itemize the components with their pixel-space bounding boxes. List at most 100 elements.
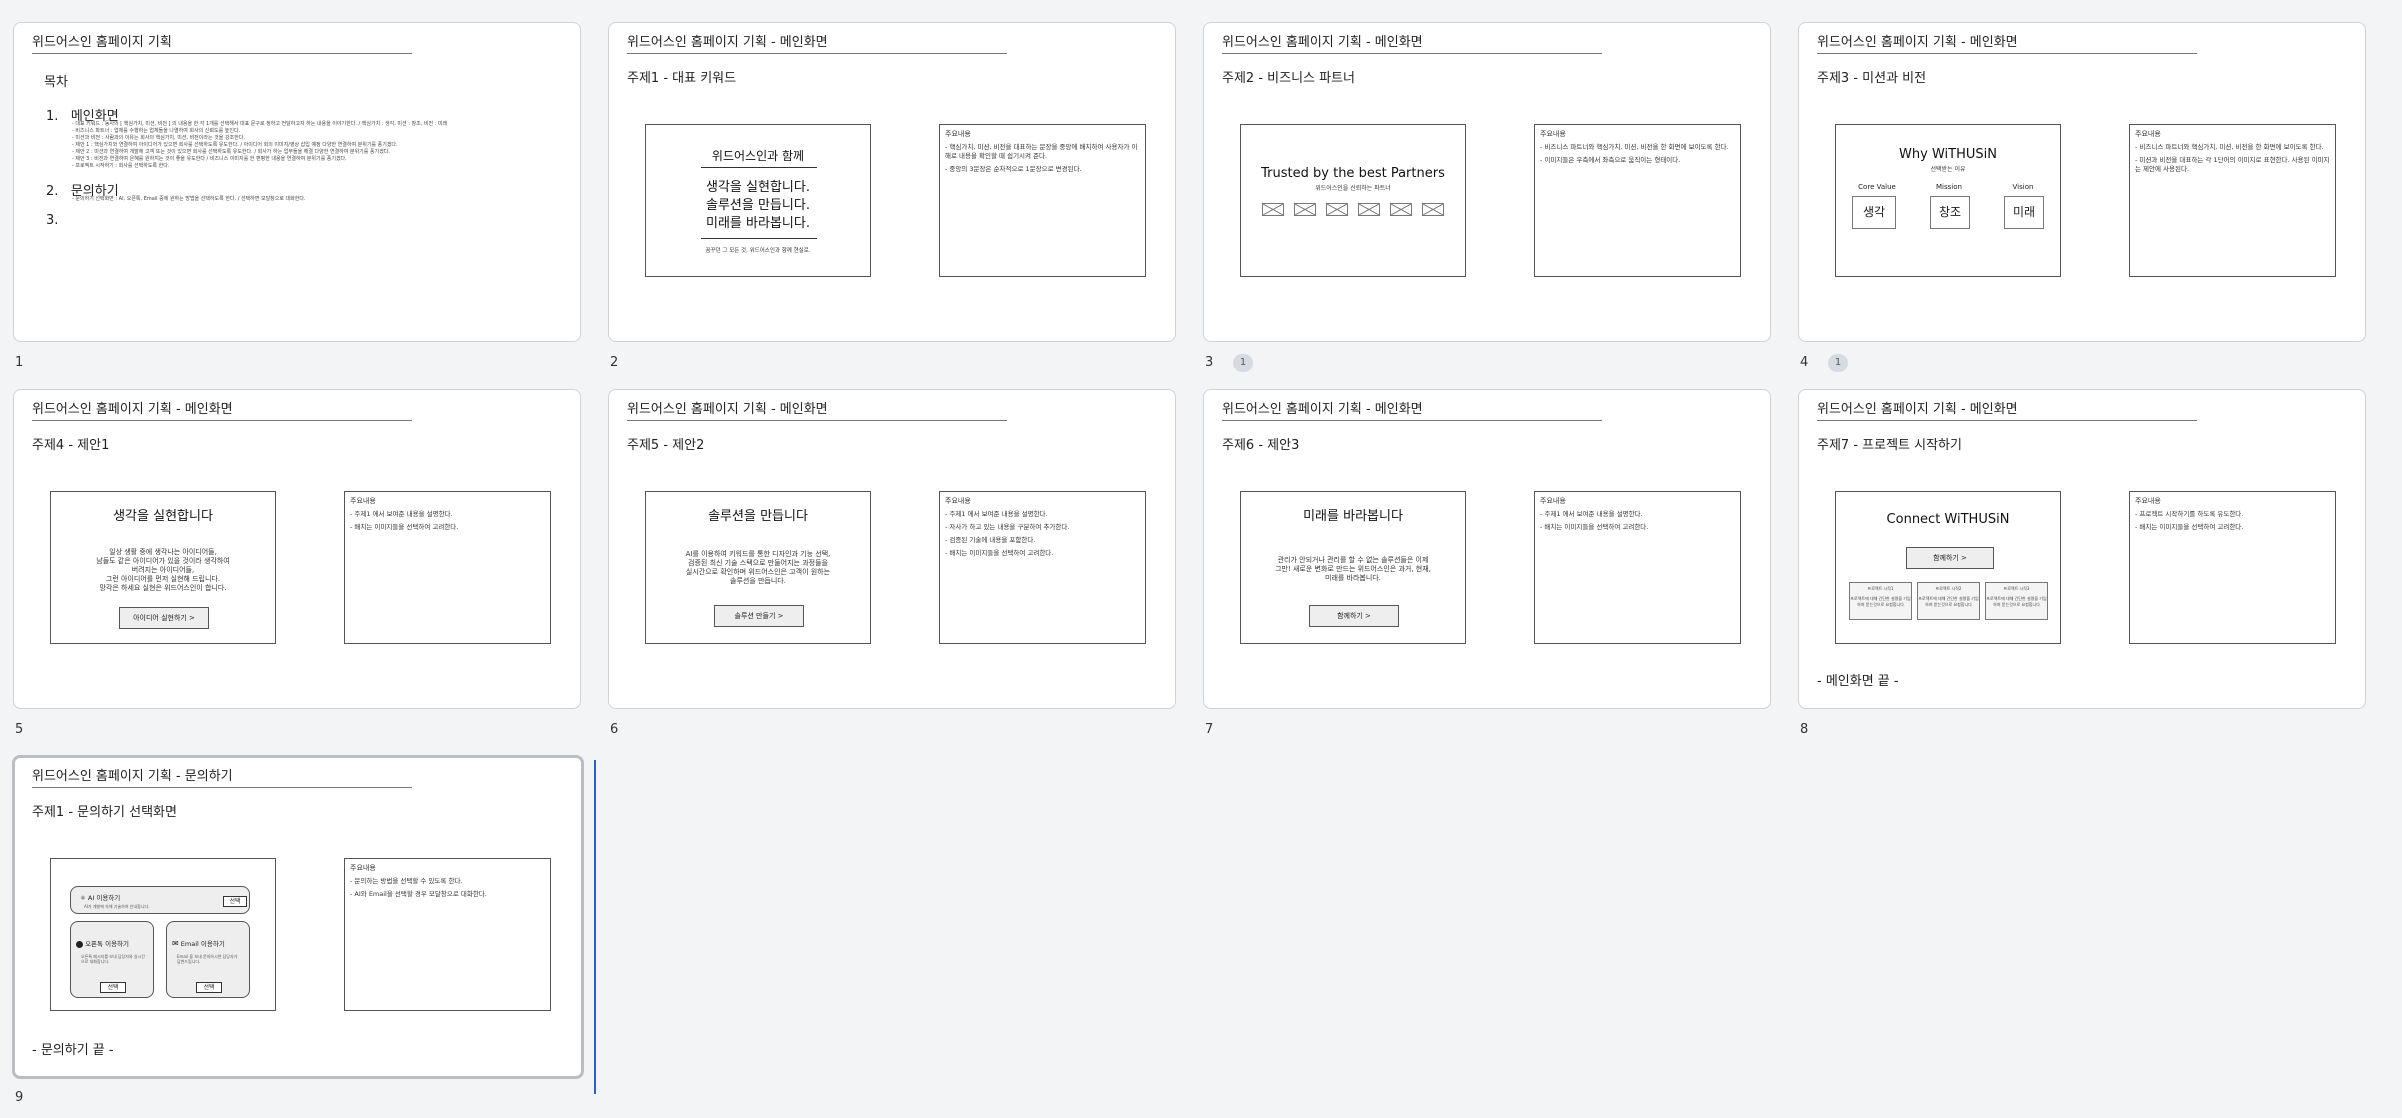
notes-heading: 주요내용 [1540, 497, 1566, 505]
notes-line: - 배치는 이미지들을 선택하여 고려한다. [1540, 523, 1649, 531]
ai-option-card[interactable]: ⚛ AI 이용하기 AI가 개발에 속해 기술하여 안내합니다. 선택 [70, 886, 250, 914]
mission-label: Mission [1936, 183, 1962, 191]
notes-line: - 배치는 이미지들을 선택하여 고려한다. [2135, 523, 2244, 531]
toc-item-1-details: - 대표 키워드 : 동사의 [ 핵심가치, 미션, 비전 ] 의 내용을 한 … [72, 121, 448, 169]
slide-thumbnail-2[interactable]: 위드어스인 홈페이지 기획 - 메인화면 주제1 - 대표 키워드 위드어스인과… [608, 22, 1176, 342]
notes-line: - 주제1 에서 보여준 내용을 설명한다. [945, 510, 1048, 518]
partner-logo-row [1241, 201, 1465, 220]
notes-panel: 주요내용 - 주제1 에서 보여준 내용을 설명한다. - 배치는 이미지들을 … [344, 491, 551, 644]
email-select-button[interactable]: 선택 [196, 982, 222, 993]
partners-subheading: 위드어스인을 신뢰하는 파트너 [1315, 185, 1391, 192]
why-subheading: 선택받는 이유 [1930, 166, 1966, 173]
notes-line: - 문의하는 방법을 선택할 수 있도록 한다. [350, 877, 463, 885]
notes-panel: 주요내용 - 비즈니스 파트너와 핵심가치, 미션, 비전을 한 화면에 보이도… [1534, 124, 1741, 277]
notes-heading: 주요내용 [350, 497, 376, 505]
title-underline [1222, 53, 1602, 54]
notes-line: - 주제1 에서 보여준 내용을 설명한다. [350, 510, 453, 518]
heading-underline [701, 167, 817, 168]
title-underline [32, 53, 412, 54]
frame-statements: 생각을 실현합니다. 솔루션을 만듭니다. 미래를 바라봅니다. [706, 180, 810, 231]
toc-item-2: 2. 문의하기 [46, 184, 119, 199]
partner-logo-icon [1262, 203, 1284, 216]
together-cta-button[interactable]: 함께하기 > [1309, 605, 1399, 627]
slide-thumbnail-4[interactable]: 위드어스인 홈페이지 기획 - 메인화면 주제3 - 미션과 비전 Why Wi… [1798, 22, 2366, 342]
notes-line: - 이미지들은 우측에서 좌측으로 움직이는 형태이다. [1540, 156, 1681, 164]
vision-box: 미래 [2004, 196, 2044, 229]
notes-panel: 주요내용 - 문의하는 방법을 선택할 수 있도록 한다. - AI와 Emai… [344, 858, 551, 1011]
notes-line: - 자사가 하고 있는 내용을 구분하여 추가한다. [945, 523, 1070, 531]
notes-line: - 주제1 에서 보여준 내용을 설명한다. [1540, 510, 1643, 518]
notes-line: - 핵심가치, 미션, 비전을 대표하는 문장을 중앙에 배치하여 사용자가 이… [945, 143, 1138, 160]
notes-panel: 주요내용 - 핵심가치, 미션, 비전을 대표하는 문장을 중앙에 배치하여 사… [939, 124, 1146, 277]
chat-icon [76, 940, 83, 948]
slide-number: 7 [1205, 722, 1214, 737]
slide-number: 5 [15, 722, 24, 737]
slide-thumbnail-8[interactable]: 위드어스인 홈페이지 기획 - 메인화면 주제7 - 프로젝트 시작하기 Con… [1798, 389, 2366, 709]
slide-thumbnail-3[interactable]: 위드어스인 홈페이지 기획 - 메인화면 주제2 - 비즈니스 파트너 Trus… [1203, 22, 1771, 342]
slide-thumbnail-6[interactable]: 위드어스인 홈페이지 기획 - 메인화면 주제5 - 제안2 솔루션을 만듭니다… [608, 389, 1176, 709]
partner-logo-icon [1294, 203, 1316, 216]
comment-badge[interactable]: 1 [1233, 354, 1253, 372]
notes-line: - 검증된 기술에 내용을 포함한다. [945, 536, 1036, 544]
notes-line: - 배치는 이미지들을 선택하여 고려한다. [945, 549, 1054, 557]
opentalk-select-button[interactable]: 선택 [100, 982, 126, 993]
notes-line: - 비즈니스 파트너와 핵심가치, 미션, 비전을 한 화면에 보이도록 한다. [1540, 143, 1729, 151]
wireframe-mockup: 생각을 실현합니다 일상 생활 중에 생각나는 아이디어들, 남들도 같은 아이… [50, 491, 276, 644]
notes-line: - 비즈니스 파트너와 핵심가치, 미션, 비전을 한 화면에 보이도록 한다. [2135, 143, 2324, 151]
idea-cta-button[interactable]: 아이디어 실현하기 > [119, 607, 209, 629]
slide-subtitle: 주제6 - 제안3 [1222, 438, 1300, 453]
comment-badge[interactable]: 1 [1828, 354, 1848, 372]
frame-heading: 솔루션을 만듭니다 [708, 509, 808, 524]
frame-body: 관리가 안되거나 관리를 할 수 없는 솔루션들은 이제 그만! 새로운 변화로… [1275, 556, 1431, 582]
notes-panel: 주요내용 - 프로젝트 시작하기를 하도록 유도한다. - 배치는 이미지들을 … [2129, 491, 2336, 644]
notes-line: - 중앙의 3문장은 순차적으로 1문장으로 변경된다. [945, 165, 1082, 173]
email-icon: ✉ [172, 939, 179, 948]
slide-thumbnail-5[interactable]: 위드어스인 홈페이지 기획 - 메인화면 주제4 - 제안1 생각을 실현합니다… [13, 389, 581, 709]
vision-label: Vision [2012, 183, 2034, 191]
wireframe-mockup: 위드어스인과 함께 생각을 실현합니다. 솔루션을 만듭니다. 미래를 바라봅니… [645, 124, 871, 277]
email-option-label: ✉ Email 이용하기 [172, 939, 225, 948]
notes-heading: 주요내용 [1540, 130, 1566, 138]
email-option-card[interactable]: ✉ Email 이용하기 Email 을 보내 문의하시면 담당자가 답변드립니… [166, 921, 250, 998]
core-value-label: Core Value [1858, 183, 1896, 191]
ai-select-button[interactable]: 선택 [223, 896, 247, 907]
ai-option-label: ⚛ AI 이용하기 [80, 894, 121, 902]
opentalk-option-label: 오픈톡 이용하기 [76, 938, 129, 948]
frame-body: 일상 생활 중에 생각나는 아이디어들, 남들도 같은 아이디어가 있을 것이라… [96, 548, 230, 592]
opentalk-option-card[interactable]: 오픈톡 이용하기 오픈톡 메시지를 보내 담당자와 실시간으로 대화합니다. 선… [70, 921, 154, 998]
toc-item-3: 3. [46, 213, 59, 228]
slide-title: 위드어스인 홈페이지 기획 - 메인화면 [627, 402, 828, 417]
notes-heading: 주요내용 [350, 864, 376, 872]
notes-panel: 주요내용 - 주제1 에서 보여준 내용을 설명한다. - 배치는 이미지들을 … [1534, 491, 1741, 644]
section-end-label: - 메인화면 끝 - [1817, 674, 1899, 689]
slide-thumbnail-7[interactable]: 위드어스인 홈페이지 기획 - 메인화면 주제6 - 제안3 미래를 바라봅니다… [1203, 389, 1771, 709]
wireframe-mockup: Why WiTHUSiN 선택받는 이유 Core Value 생각 Missi… [1835, 124, 2061, 277]
notes-heading: 주요내용 [945, 497, 971, 505]
slide-title: 위드어스인 홈페이지 기획 - 메인화면 [627, 35, 828, 50]
slide-number: 9 [15, 1090, 24, 1105]
notes-heading: 주요내용 [2135, 130, 2161, 138]
solution-cta-button[interactable]: 솔루션 만들기 > [714, 605, 804, 627]
slide-title: 위드어스인 홈페이지 기획 - 메인화면 [32, 402, 233, 417]
partner-logo-icon [1326, 203, 1348, 216]
section-end-label: - 문의하기 끝 - [32, 1043, 114, 1058]
partner-logo-icon [1422, 203, 1444, 216]
slide-number: 6 [610, 722, 619, 737]
notes-heading: 주요내용 [2135, 497, 2161, 505]
slide-thumbnail-9[interactable]: 위드어스인 홈페이지 기획 - 문의하기 주제1 - 문의하기 선택화면 ⚛ A… [12, 755, 584, 1079]
notes-line: - 배치는 이미지들을 선택하여 고려한다. [350, 523, 459, 531]
together-cta-button[interactable]: 함께하기 > [1906, 547, 1994, 569]
title-underline [32, 420, 412, 421]
frame-body: AI를 이용하여 키워드를 통한 디자인과 기능 선택, 검증된 최신 기술 스… [685, 550, 831, 585]
slide-title: 위드어스인 홈페이지 기획 - 메인화면 [1222, 402, 1423, 417]
frame-footer-text: 꿈꾸던 그 모든 것, 위드어스인과 함께 현실로. [705, 248, 811, 254]
slide-thumbnail-1[interactable]: 위드어스인 홈페이지 기획 목차 1. 메인화면 - 대표 키워드 : 동사의 … [13, 22, 581, 342]
slide-title: 위드어스인 홈페이지 기획 - 문의하기 [32, 769, 233, 784]
toc-item-2-details: - 문의하기 선택화면 : AI, 오픈톡, Email 중에 원하는 방법을 … [72, 196, 306, 202]
frame-heading: 위드어스인과 함께 [711, 149, 805, 163]
frame-heading: 미래를 바라봅니다 [1303, 509, 1403, 524]
slide-number: 3 [1205, 355, 1214, 370]
